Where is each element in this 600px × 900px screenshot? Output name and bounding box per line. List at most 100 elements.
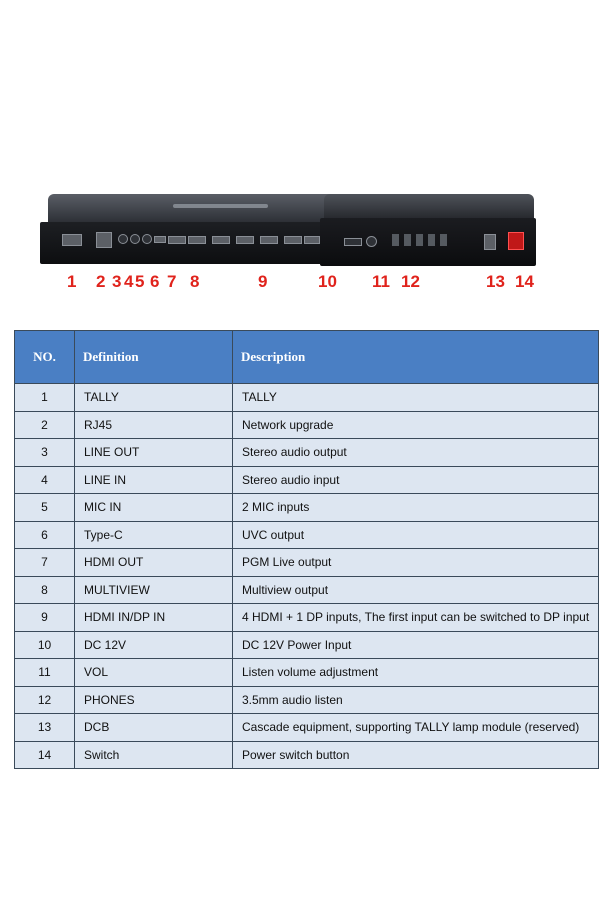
cell-no: 7 xyxy=(14,548,75,577)
cell-description: Cascade equipment, supporting TALLY lamp… xyxy=(232,713,599,742)
power-switch xyxy=(508,232,524,250)
vent xyxy=(440,234,447,246)
table-header-row: NO. Definition Description xyxy=(14,330,599,384)
cell-definition: Switch xyxy=(74,740,233,769)
header-description: Description xyxy=(232,330,599,384)
phones-jack xyxy=(366,236,377,247)
cell-no: 2 xyxy=(14,410,75,439)
callout-8: 8 xyxy=(190,272,200,291)
cell-description: Power switch button xyxy=(232,740,599,769)
cell-no: 11 xyxy=(14,658,75,687)
cell-description: 4 HDMI + 1 DP inputs, The first input ca… xyxy=(232,603,599,632)
callout-10: 10 xyxy=(318,272,337,291)
cell-description: PGM Live output xyxy=(232,548,599,577)
volume-knob xyxy=(344,238,362,246)
callout-4: 4 xyxy=(124,272,134,291)
side-panel xyxy=(320,218,536,266)
callout-7: 7 xyxy=(167,272,177,291)
vent xyxy=(428,234,435,246)
header-definition: Definition xyxy=(74,330,233,384)
rear-panel xyxy=(40,222,340,264)
vent xyxy=(392,234,399,246)
device-top-cover xyxy=(324,194,534,220)
cell-definition: HDMI OUT xyxy=(74,548,233,577)
cell-description: Listen volume adjustment xyxy=(232,658,599,687)
cell-definition: LINE OUT xyxy=(74,438,233,467)
callout-2: 2 xyxy=(96,272,106,291)
rj45-port xyxy=(96,232,112,248)
callout-14: 14 xyxy=(515,272,534,291)
cell-no: 4 xyxy=(14,465,75,494)
cell-definition: MIC IN xyxy=(74,493,233,522)
device-logo xyxy=(173,204,268,208)
vent xyxy=(416,234,423,246)
callout-1: 1 xyxy=(67,272,77,291)
cell-definition: PHONES xyxy=(74,685,233,714)
cell-description: Network upgrade xyxy=(232,410,599,439)
type-c-port xyxy=(154,236,166,243)
device-top-cover xyxy=(48,194,338,224)
header-no: NO. xyxy=(14,330,75,384)
cell-no: 5 xyxy=(14,493,75,522)
cell-description: 3.5mm audio listen xyxy=(232,685,599,714)
cell-description: Stereo audio output xyxy=(232,438,599,467)
tally-port xyxy=(62,234,82,246)
dcb-port xyxy=(484,234,496,250)
cell-definition: VOL xyxy=(74,658,233,687)
cell-description: TALLY xyxy=(232,383,599,412)
cell-no: 13 xyxy=(14,713,75,742)
callout-13: 13 xyxy=(486,272,505,291)
cell-definition: Type-C xyxy=(74,520,233,549)
line-in-jack xyxy=(130,234,140,244)
vent xyxy=(404,234,411,246)
callout-3: 3 xyxy=(112,272,122,291)
cell-no: 14 xyxy=(14,740,75,769)
cell-no: 10 xyxy=(14,630,75,659)
cell-no: 8 xyxy=(14,575,75,604)
hdmi-in-port xyxy=(236,236,254,244)
switcher-unit-right xyxy=(320,194,536,266)
callout-5: 5 xyxy=(135,272,145,291)
cell-no: 6 xyxy=(14,520,75,549)
callout-numbers: 1 2 3 4 5 6 7 8 9 10 11 12 13 14 xyxy=(0,272,600,298)
cell-description: 2 MIC inputs xyxy=(232,493,599,522)
hdmi-in-port xyxy=(212,236,230,244)
cell-no: 1 xyxy=(14,383,75,412)
cell-definition: HDMI IN/DP IN xyxy=(74,603,233,632)
cell-definition: DC 12V xyxy=(74,630,233,659)
cell-description: UVC output xyxy=(232,520,599,549)
callout-11: 11 xyxy=(372,272,390,291)
cell-definition: LINE IN xyxy=(74,465,233,494)
cell-no: 12 xyxy=(14,685,75,714)
callout-9: 9 xyxy=(258,272,268,291)
callout-12: 12 xyxy=(401,272,420,291)
cell-no: 3 xyxy=(14,438,75,467)
product-photo: 1 2 3 4 5 6 7 8 9 10 11 12 13 14 xyxy=(0,180,600,300)
cell-no: 9 xyxy=(14,603,75,632)
hdmi-in-port xyxy=(260,236,278,244)
dp-in-port xyxy=(304,236,320,244)
cell-definition: MULTIVIEW xyxy=(74,575,233,604)
switcher-unit-left xyxy=(40,194,340,264)
hdmi-out-port xyxy=(168,236,186,244)
cell-definition: TALLY xyxy=(74,383,233,412)
mic-in-jack xyxy=(142,234,152,244)
cell-description: DC 12V Power Input xyxy=(232,630,599,659)
cell-description: Stereo audio input xyxy=(232,465,599,494)
cell-description: Multiview output xyxy=(232,575,599,604)
multiview-port xyxy=(188,236,206,244)
